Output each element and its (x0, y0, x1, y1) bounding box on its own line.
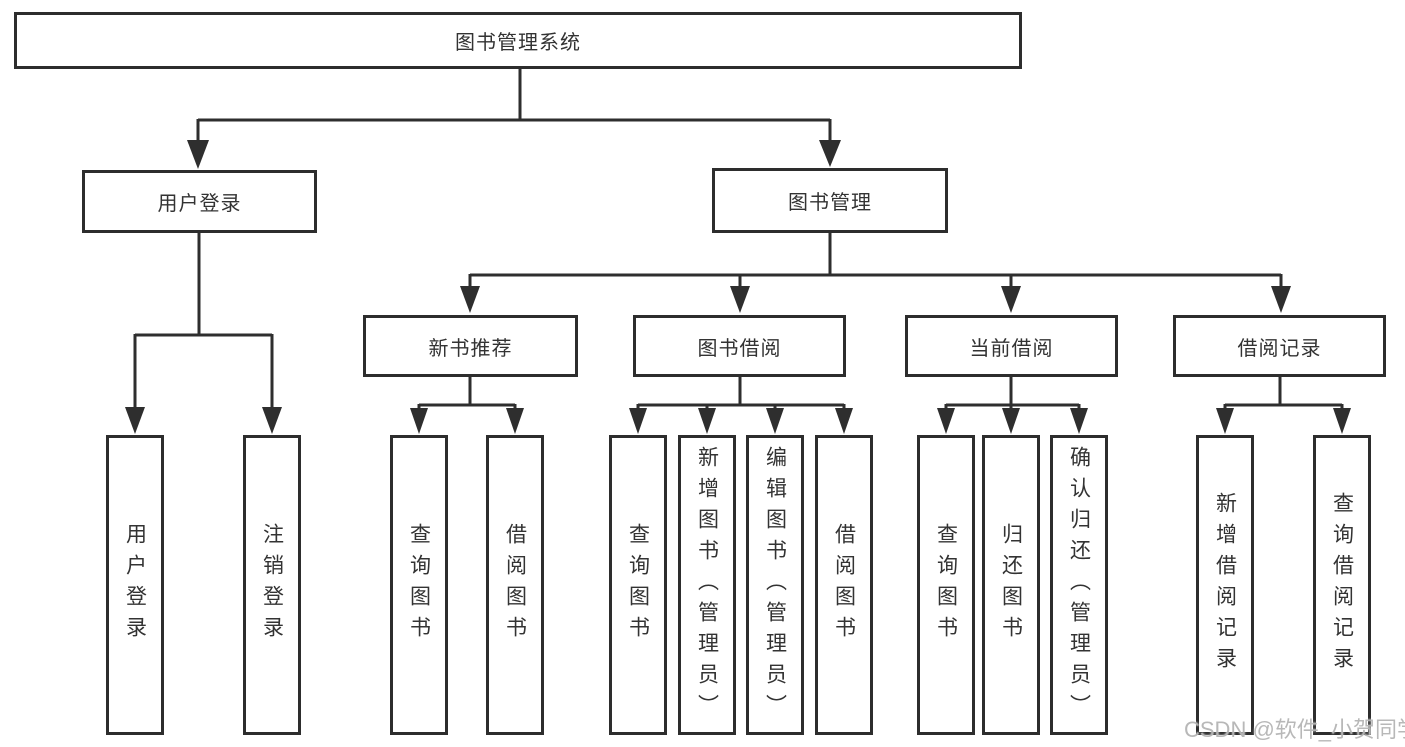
leaf-user-login: 用户登录 (106, 435, 164, 735)
node-library-system: 图书管理系统 (14, 12, 1022, 69)
leaf-edit-book-admin: 编辑图书（管理员） (746, 435, 804, 735)
leaf-label: 查询借阅记录 (1330, 492, 1354, 678)
leaf-label: 编辑图书（管理员） (763, 445, 787, 725)
leaf-label: 查询图书 (934, 523, 958, 647)
leaf-label: 借阅图书 (832, 523, 856, 647)
leaf-label: 新增图书（管理员） (695, 445, 719, 725)
leaf-query-borrow-record: 查询借阅记录 (1313, 435, 1371, 735)
leaf-label: 注销登录 (260, 523, 284, 647)
leaf-query-book-borrow: 查询图书 (609, 435, 667, 735)
node-borrow-record: 借阅记录 (1173, 315, 1386, 377)
node-label: 图书管理系统 (455, 32, 581, 54)
leaf-borrow-book-recommend: 借阅图书 (486, 435, 544, 735)
node-current-borrow: 当前借阅 (905, 315, 1118, 377)
node-label: 图书借阅 (697, 337, 782, 360)
leaf-label: 新增借阅记录 (1213, 492, 1237, 678)
node-label: 图书管理 (788, 192, 872, 214)
leaf-confirm-return-admin: 确认归还（管理员） (1050, 435, 1108, 735)
leaf-label: 归还图书 (999, 523, 1023, 647)
leaf-return-book: 归还图书 (982, 435, 1040, 735)
node-label: 当前借阅 (969, 337, 1054, 360)
leaf-label: 查询图书 (407, 523, 431, 647)
node-book-management: 图书管理 (712, 168, 948, 233)
leaf-label: 确认归还（管理员） (1067, 445, 1091, 725)
leaf-borrow-book: 借阅图书 (815, 435, 873, 735)
node-label: 借阅记录 (1237, 337, 1322, 360)
leaf-query-book-recommend: 查询图书 (390, 435, 448, 735)
leaf-label: 用户登录 (123, 523, 147, 647)
leaf-label: 查询图书 (626, 523, 650, 647)
leaf-add-book-admin: 新增图书（管理员） (678, 435, 736, 735)
node-book-borrow: 图书借阅 (633, 315, 846, 377)
leaf-label: 借阅图书 (503, 523, 527, 647)
node-label: 用户登录 (157, 193, 242, 215)
leaf-logout: 注销登录 (243, 435, 301, 735)
node-user-login-branch: 用户登录 (82, 170, 317, 233)
node-new-book-recommend: 新书推荐 (363, 315, 578, 377)
leaf-add-borrow-record: 新增借阅记录 (1196, 435, 1254, 735)
leaf-query-book-current: 查询图书 (917, 435, 975, 735)
node-label: 新书推荐 (428, 337, 513, 360)
arrowheads (125, 140, 1351, 434)
csdn-watermark: CSDN @软件_小贺同学 (1184, 717, 1405, 742)
